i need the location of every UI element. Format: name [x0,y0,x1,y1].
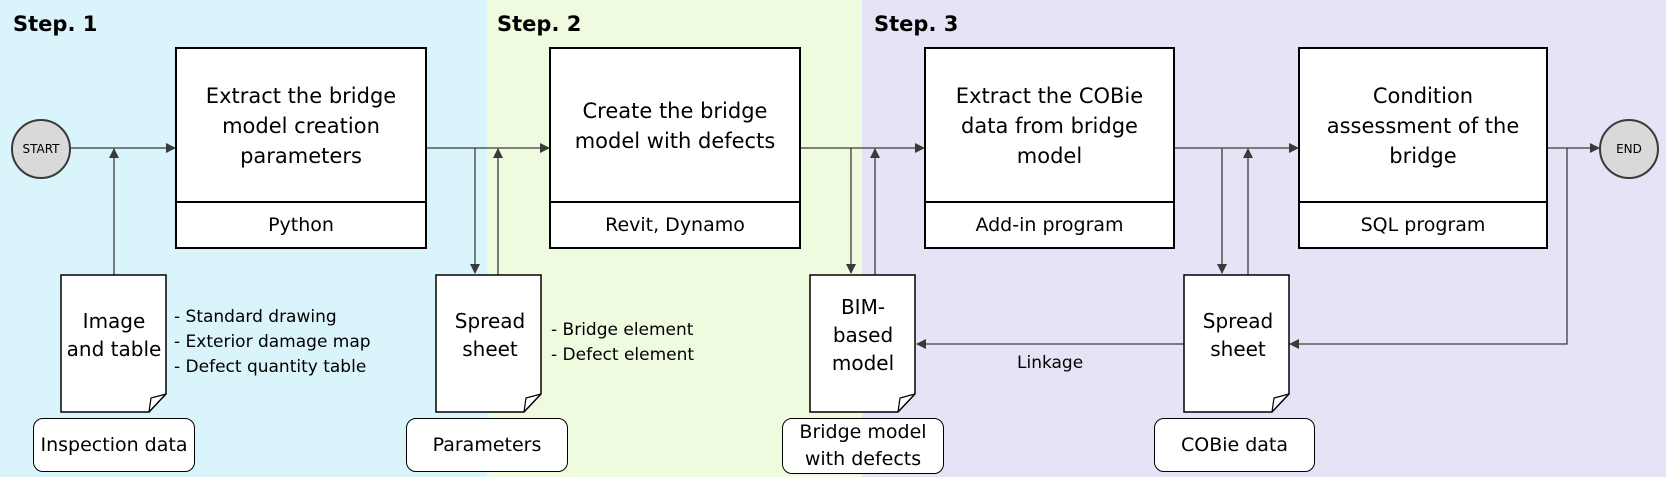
process-title: Condition assessment of the bridge [1326,84,1520,168]
doc-cobie-text: Spread sheet [1202,309,1274,361]
bullet-item: - Defect element [551,345,695,365]
bullet-item: - Exterior damage map [174,332,371,352]
process-title: Extract the COBie data from bridge model [955,84,1144,168]
step2-label: Step. 2 [497,12,582,36]
end-terminal: END [1599,119,1659,179]
doc-shape-bim [809,274,916,413]
parameter-bullets: - Bridge element - Defect element [551,318,694,368]
process-title: Extract the bridge model creation parame… [205,84,397,168]
bullet-item: - Standard drawing [174,307,337,327]
process-create-model: Create the bridge model with defects Rev… [549,47,801,249]
doc-inspection-text: Image and table [66,309,162,361]
linkage-label: Linkage [1017,353,1084,373]
tag-inspection-data: Inspection data [33,418,195,472]
process-title: Create the bridge model with defects [574,99,776,153]
bullet-item: - Defect quantity table [174,357,367,377]
doc-shape-inspection [60,274,167,413]
process-tool: Revit, Dynamo [551,201,799,247]
doc-shape-cobie [1183,274,1290,413]
bullet-item: - Bridge element [551,320,694,340]
tag-parameters: Parameters [406,418,568,472]
process-tool: Python [177,201,425,247]
step3-label: Step. 3 [874,12,959,36]
step1-label: Step. 1 [13,12,98,36]
process-tool: SQL program [1300,201,1546,247]
process-tool: Add-in program [926,201,1173,247]
tag-bridge-model: Bridge model with defects [782,418,944,474]
doc-bim-text: BIM-based model [831,295,895,375]
inspection-bullets: - Standard drawing - Exterior damage map… [174,305,371,380]
process-condition-assessment: Condition assessment of the bridge SQL p… [1298,47,1548,249]
process-extract-cobie: Extract the COBie data from bridge model… [924,47,1175,249]
flow-assessment-feedback [1289,148,1568,349]
start-terminal: START [11,119,71,179]
process-extract-parameters: Extract the bridge model creation parame… [175,47,427,249]
doc-parameters-text: Spread sheet [454,309,526,361]
doc-shape-parameters [435,274,542,413]
tag-cobie-data: COBie data [1154,418,1315,472]
